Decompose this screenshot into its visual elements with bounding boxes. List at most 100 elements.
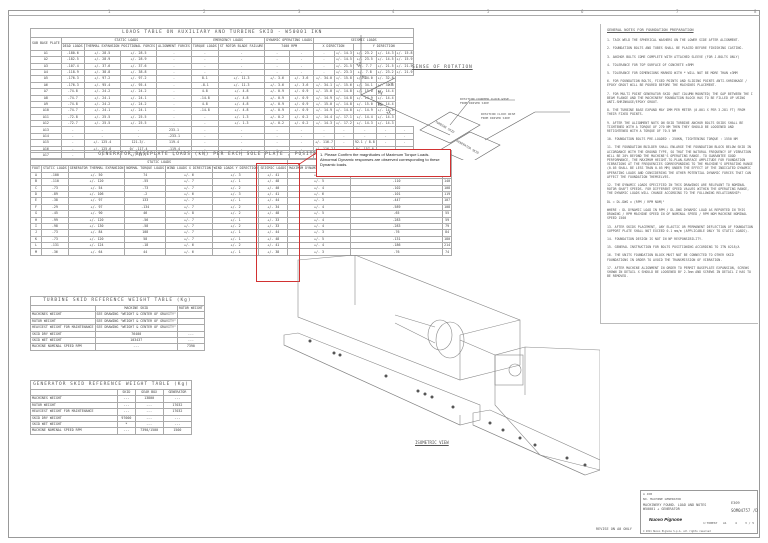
table-cell: [176, 317, 205, 326]
table-cell: +/- 14.3: [375, 113, 396, 122]
table-cell: ---: [162, 395, 193, 403]
table-cell: +/- 24.2: [119, 100, 158, 109]
table-row: ROTOR WEIGHT------17032: [29, 401, 193, 410]
table-cell: +/- 23.2: [375, 68, 396, 77]
table-cell: ---: [117, 401, 136, 410]
tw-header-skid: MACHINE SKID: [94, 304, 178, 313]
ruler-col-2: 2: [203, 9, 206, 14]
tb-size: A1: [723, 521, 727, 525]
table-cell: +/- 3.6: [288, 81, 315, 90]
rotation-title: SENSE OF ROTATION: [412, 65, 473, 70]
table-cell: -76: [349, 248, 444, 256]
table-cell: +/- 3.6: [288, 75, 315, 83]
table-cell: +/- 24.1: [119, 107, 158, 115]
table-row: A11-72.8+/- 25.5+/- 25.5--+/- 1.3+/- 0.2…: [30, 113, 414, 122]
note-item: 13. AFTER SKIDS PLACEMENT, ANY ELASTIC O…: [607, 224, 753, 233]
tb-sheet: 4: [735, 521, 737, 525]
table-cell: +/- 17.1: [333, 113, 354, 122]
turbine-weight-title: TURBINE SKID REFERENCE WEIGHT TABLE (Kg): [30, 296, 205, 306]
ruler-col-1: 1: [108, 9, 111, 14]
table-cell: +/- 32.8: [375, 75, 396, 83]
table-cell: +/- 0.9: [288, 94, 315, 102]
table-row: A1-180.6+/- 28.5+/- 28.5------+/- 14.3+/…: [30, 49, 415, 58]
gw-header-generator: GENERATOR: [162, 388, 193, 397]
turbine-weight-table: TURBINE SKID REFERENCE WEIGHT TABLE (Kg)…: [30, 296, 205, 351]
table-cell: SEE DRAWING "WEIGHT & CENTER OF GRAVITY": [94, 324, 178, 332]
table-cell: +/- 14.8: [333, 88, 354, 96]
table-cell: -: [288, 62, 315, 70]
ruler-col-6: 6: [581, 9, 584, 14]
notes-title: GENERAL NOTES FOR FOUNDATION PREPARATION: [607, 28, 694, 32]
table-cell: +/- 38: [258, 248, 289, 256]
isometric-view-label: ISOMETRIC VIEW: [415, 440, 449, 445]
table-cell: 8.1: [190, 75, 219, 83]
table-cell: +/- 0.9: [288, 100, 315, 109]
note-item: 11. THE FOUNDATION BUILDER SHALL ENLARGE…: [607, 145, 753, 179]
revise-note: REVISE ON A0 ONLY: [596, 527, 632, 531]
table-cell: 1500: [162, 427, 193, 435]
note-item: 14. FOUNDATION DESIGN IS NOT IN NP RESPO…: [607, 236, 703, 241]
table-row: A8-74.7+/- 24.1+/- 24.1--14.8+/- 4.8+/- …: [30, 94, 414, 102]
note-item: 7. FOR MULTI POINT GENERATOR SKID (NOT C…: [607, 91, 753, 105]
table-cell: +/- 17.2: [333, 120, 354, 128]
table-cell: +/- 25.5: [119, 120, 158, 128]
table-row: A10-74.7+/- 24.1+/- 24.1--14.8+/- 4.8+/-…: [30, 107, 414, 115]
table-cell: ---: [162, 420, 193, 429]
note-item: WHERE : DL DYNAMIC LOAD IN RPM / DL.DWG …: [607, 207, 748, 221]
table-row: A12-72.7+/- 25.5+/- 25.5--+/- 1.3+/- 0.2…: [30, 120, 414, 128]
note-item: 8. THE TURBINE BASE EXPAND MAY 1MM PER M…: [607, 108, 746, 117]
isometric-machinery-drawing: [283, 255, 600, 476]
note-item: 15. GENERAL INSTRUCTION FOR BOLTS POSITI…: [607, 245, 740, 250]
note-item: 6. FOR FOUNDATION BOLTS, FIXED POINTS AN…: [607, 79, 748, 88]
table-cell: -14.8: [190, 94, 219, 102]
table-cell: ---: [117, 427, 136, 435]
table-cell: +/- 95.4: [119, 81, 158, 90]
table-cell: +/- 21.5: [375, 62, 396, 70]
table-cell: +/- 21.5: [394, 62, 415, 70]
table-cell: M: [30, 248, 42, 256]
axis-label-mx: Mx: [378, 102, 383, 107]
table-row: HEAVIEST WEIGHT FOR MAINTENANCE------170…: [29, 408, 193, 416]
table-cell: +/- 14.8: [333, 94, 354, 102]
note-item: 5. TOLERANCE FOR DIMENSIONS MARKED WITH …: [607, 71, 738, 76]
table-row: A6-176.3+/- 95.4+/- 95.4--8.1+/- 11.3+/-…: [30, 81, 414, 90]
table-cell: -: [190, 68, 219, 77]
table-cell: ---: [176, 336, 205, 345]
table-cell: +/- 15.6: [333, 81, 354, 90]
table-cell: +/- 21.9: [394, 68, 415, 77]
review-comment-callout[interactable]: 1. Please Confirm the magnitudes of Maxi…: [316, 149, 451, 177]
table-row: A7-74.8+/- 24.2+/- 24.2-4.8+/- 4.8+/- 0.…: [30, 88, 414, 96]
table-cell: -14.8: [190, 107, 219, 115]
tb-code: E309: [731, 501, 740, 505]
table-cell: -36: [40, 248, 69, 256]
axis-label-y: +Y: [388, 82, 393, 87]
table-cell: MACHINE NOMINAL SPEED RPM: [29, 427, 119, 435]
table-cell: 103437: [94, 336, 178, 345]
tb-rev-row: A JOB: [643, 492, 653, 496]
tb-revision: /D: [753, 508, 758, 513]
table-cell: +/- 14.4: [375, 100, 396, 109]
table-cell: SEE DRAWING "WEIGHT & CENTER OF GRAVITY": [94, 311, 178, 319]
ruler-col-8: 8: [754, 9, 757, 14]
tb-title-1: MACHINERY FOUND. LOAD AND NOTES: [643, 503, 707, 507]
callout-line-3: Dynamic loads.: [320, 162, 348, 167]
table-cell: +/- 0.2: [288, 113, 315, 122]
tw-header-rotor: ROTOR WEIGHT: [176, 304, 205, 313]
tb-sheets: 3 / 5: [745, 521, 755, 525]
note-item: 4. TOLERANCE FOR TOP SURFACE OF CONCRETE…: [607, 62, 694, 67]
ruler-col-7: 7: [676, 9, 679, 14]
table-cell: -: [190, 120, 219, 128]
table-cell: +/- 0.9: [288, 107, 315, 115]
table-cell: 74: [442, 248, 453, 256]
ruler-col-3: 3: [298, 9, 301, 14]
axis-label-x: +X: [386, 110, 391, 115]
axis-label-my: My: [378, 90, 383, 95]
